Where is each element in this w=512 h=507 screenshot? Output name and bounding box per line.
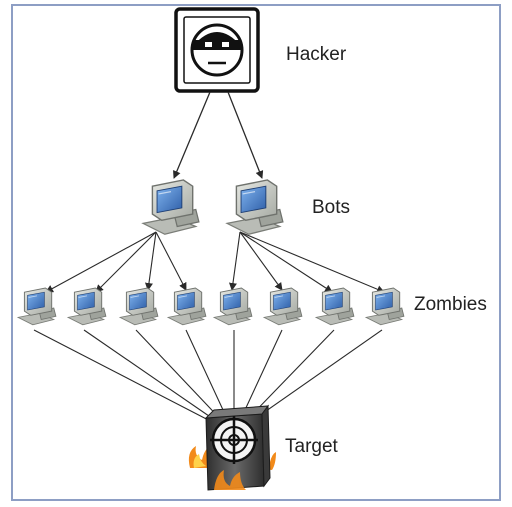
zombie-computer (213, 287, 253, 326)
zombie-computer (167, 287, 207, 326)
zombie-computer (365, 287, 405, 326)
bots-label: Bots (312, 197, 351, 218)
hacker-icon (174, 7, 260, 93)
bot-computer-right (226, 179, 284, 235)
zombie-computer (17, 287, 57, 326)
bot-computer-left (142, 179, 200, 235)
zombie-computer (67, 287, 107, 326)
target-label: Target (285, 436, 338, 457)
hacker-label: Hacker (286, 44, 347, 65)
bots-to-zombies-links (45, 231, 385, 293)
zombie-computer (119, 287, 159, 326)
zombies-label: Zombies (414, 294, 487, 315)
crosshair-server-icon (188, 404, 276, 491)
zombies-to-target-links (33, 329, 383, 426)
zombie-computer (315, 287, 355, 326)
hacker-to-bots-links (173, 91, 264, 179)
zombie-computer (263, 287, 303, 326)
